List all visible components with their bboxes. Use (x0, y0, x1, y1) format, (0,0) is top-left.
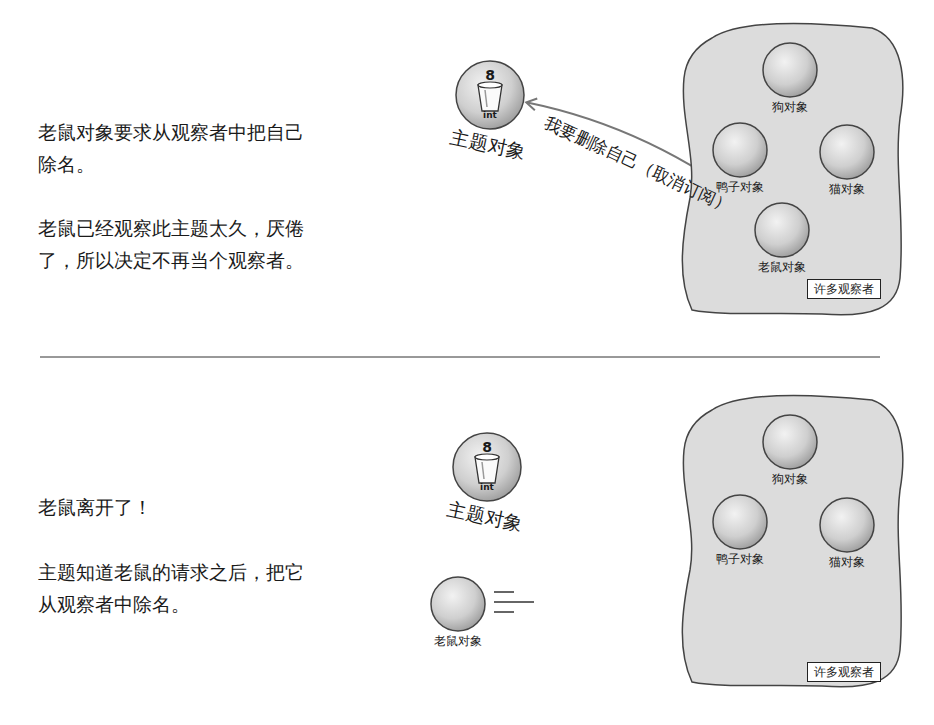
ball-shape (453, 433, 521, 501)
ball-svg (761, 413, 819, 471)
type-label: int (483, 111, 497, 120)
node-label: 猫对象 (829, 555, 865, 569)
observer-circle: 鸭子对象 (695, 495, 785, 579)
subject-circle: 8int主题对象 (422, 433, 552, 531)
divider-line (40, 357, 880, 358)
cup-rim (475, 454, 499, 460)
value-number: 8 (485, 68, 495, 82)
note-text: 老鼠已经观察此主题太久，厌倦了，所以决定不再当个观察者。 (38, 212, 310, 276)
ball-shape (763, 415, 817, 469)
ball-shape (820, 125, 874, 179)
node-label: 鸭子对象 (716, 552, 764, 566)
cup-icon (478, 85, 502, 111)
ball-svg (818, 496, 876, 554)
observer-circle: 老鼠对象 (737, 203, 827, 287)
observer-region: 许多观察者狗对象鸭子对象猫对象老鼠对象 (672, 18, 906, 320)
observer-circle: 猫对象 (802, 125, 892, 209)
ball-shape (456, 61, 524, 129)
node-label: 猫对象 (829, 182, 865, 196)
observer-circle: 狗对象 (745, 415, 835, 499)
ball-svg (711, 493, 769, 551)
observer-region: 许多观察者 狗对象鸭子对象 猫对象 (672, 390, 906, 692)
ball-shape (820, 498, 874, 552)
observer-circle: 老鼠对象 (413, 577, 503, 661)
ball-svg (429, 575, 487, 633)
ball-svg (818, 123, 876, 181)
cup-shade (485, 90, 487, 107)
speed-lines (494, 592, 534, 612)
cup-rim (478, 82, 502, 88)
observer-circle: 狗对象 (745, 43, 835, 127)
note-text: 老鼠离开了！ (38, 491, 310, 523)
ball-shape (755, 203, 809, 257)
region-shape (682, 396, 902, 687)
ball-shape (763, 43, 817, 97)
value-number: 8 (482, 440, 492, 454)
ball-svg (761, 41, 819, 99)
node-label: 狗对象 (772, 100, 808, 114)
region-tag: 许多观察者 (807, 662, 881, 682)
note-text: 老鼠对象要求从观察者中把自己除名。 (38, 116, 310, 180)
ball-shape (713, 495, 767, 549)
type-label: int (480, 483, 494, 492)
note-text: 主题知道老鼠的请求之后，把它从观察者中除名。 (38, 556, 310, 620)
cup-shade (482, 462, 484, 479)
node-label: 狗对象 (772, 472, 808, 486)
node-label: 老鼠对象 (434, 634, 482, 648)
node-label: 老鼠对象 (758, 260, 806, 274)
region-tag: 许多观察者 (807, 279, 881, 299)
observer-circle: 猫对象 (802, 498, 892, 582)
ball-shape (713, 123, 767, 177)
region-shape (682, 24, 902, 315)
node-label: 主题对象 (449, 125, 528, 163)
ball-svg (711, 121, 769, 179)
node-label: 主题对象 (446, 497, 525, 535)
ball-svg (753, 201, 811, 259)
cup-icon (475, 457, 499, 483)
subject-circle: 8int主题对象 (425, 61, 555, 159)
ball-shape (431, 577, 485, 631)
